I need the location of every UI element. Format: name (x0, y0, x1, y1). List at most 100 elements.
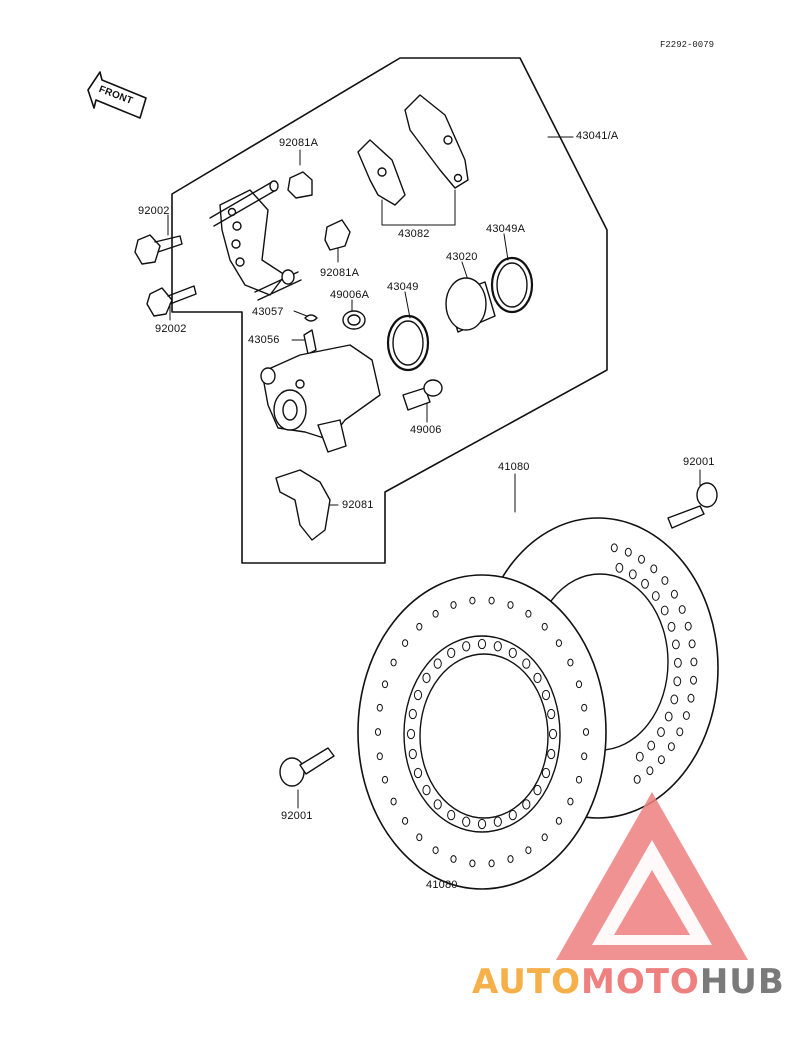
disc-hole (541, 622, 548, 631)
label-43020: 43020 (446, 251, 478, 263)
disc-hole (462, 816, 471, 827)
front-arrow-icon (87, 71, 147, 119)
disc-hole (638, 554, 645, 564)
disc-hole (657, 755, 665, 765)
disc-hole (450, 601, 457, 609)
disc-hole (413, 767, 423, 779)
disc-hole (469, 596, 476, 605)
logo-auto: AUTO (472, 962, 581, 1002)
disc-hole (673, 676, 682, 687)
disc-hole (533, 784, 542, 796)
disc-hole (651, 591, 660, 601)
disc-hole (462, 641, 471, 652)
brake-pads (357, 94, 469, 206)
disc-hole (402, 817, 409, 825)
disc-hole (684, 621, 692, 631)
disc-hole (413, 689, 423, 701)
label-92002-bottom: 92002 (155, 323, 187, 335)
disc-hole (447, 809, 456, 821)
disc-hole (374, 728, 382, 736)
label-43049: 43049 (387, 281, 419, 293)
watermark-triangle (556, 792, 748, 960)
label-92002-top: 92002 (138, 205, 170, 217)
disc-hole (661, 576, 669, 585)
caliper-body (260, 344, 381, 453)
label-43057: 43057 (252, 306, 284, 318)
disc-hole (582, 728, 590, 736)
disc-hole (508, 647, 517, 659)
disc-hole (525, 609, 532, 618)
disc-hole (667, 742, 675, 751)
disc-hole (408, 708, 417, 720)
disc-hole (541, 767, 551, 779)
disc-hole (672, 639, 680, 650)
bolts-92002 (134, 234, 197, 317)
disc-hole (541, 689, 551, 701)
disc-holes (374, 543, 698, 868)
disc-hole (690, 657, 698, 667)
disc-hole (508, 809, 517, 821)
disc-hole (432, 846, 439, 855)
label-43056: 43056 (248, 334, 280, 346)
label-41080-top: 41080 (498, 461, 530, 473)
disc-hole (690, 675, 697, 685)
disc-hole (522, 658, 531, 669)
disc-hole (433, 799, 442, 810)
disc-hole (507, 855, 514, 863)
disc-hole (477, 638, 487, 650)
disc-hole (422, 784, 431, 796)
brake-disc-front (357, 574, 607, 890)
disc-hole (633, 775, 641, 784)
seal-43049 (386, 314, 430, 372)
disc-hole (667, 621, 676, 632)
small-parts (303, 310, 366, 355)
disc-hole (688, 639, 696, 649)
disc-hole (390, 797, 397, 806)
label-43082: 43082 (398, 228, 430, 240)
disc-hole (670, 694, 679, 705)
disc-bolt-92001-right (667, 482, 718, 529)
disc-hole (408, 748, 417, 760)
label-92081A-mid: 92081A (320, 267, 360, 279)
disc-hole (650, 564, 658, 574)
disc-hole (646, 766, 654, 776)
disc-hole (647, 740, 656, 751)
label-92081: 92081 (342, 499, 374, 511)
label-43049A: 43049A (486, 223, 526, 235)
disc-hole (416, 622, 423, 631)
disc-hole (567, 658, 574, 667)
disc-hole (376, 703, 383, 712)
pin-49006 (402, 379, 443, 411)
disc-hole (432, 609, 439, 618)
label-92081A-top: 92081A (279, 137, 319, 149)
label-92001-left: 92001 (281, 810, 313, 822)
disc-hole (657, 727, 665, 738)
disc-hole (433, 658, 442, 669)
disc-bolt-92001-left (279, 747, 335, 787)
pad-spring-92081 (275, 469, 331, 541)
anti-rattle-spring-92081A (287, 171, 351, 251)
disc-hole (575, 775, 583, 784)
disc-hole (447, 647, 456, 659)
disc-hole (610, 543, 618, 553)
disc-hole (635, 751, 644, 762)
disc-hole (406, 728, 416, 740)
disc-hole (522, 799, 531, 810)
logo-hub: HUB (699, 962, 785, 1002)
disc-hole (402, 639, 409, 647)
piston-43020 (445, 277, 496, 333)
disc-hole (575, 680, 583, 689)
disc-hole (581, 752, 588, 761)
disc-hole (567, 797, 574, 806)
disc-hole (547, 708, 556, 720)
disc-hole (493, 816, 502, 827)
disc-hole (376, 752, 383, 761)
disc-hole (533, 672, 542, 684)
disc-hole (493, 641, 502, 652)
disc-hole (381, 680, 389, 689)
disc-hole (641, 578, 649, 589)
label-41080-bottom: 41080 (426, 879, 458, 891)
disc-hole (488, 596, 495, 605)
